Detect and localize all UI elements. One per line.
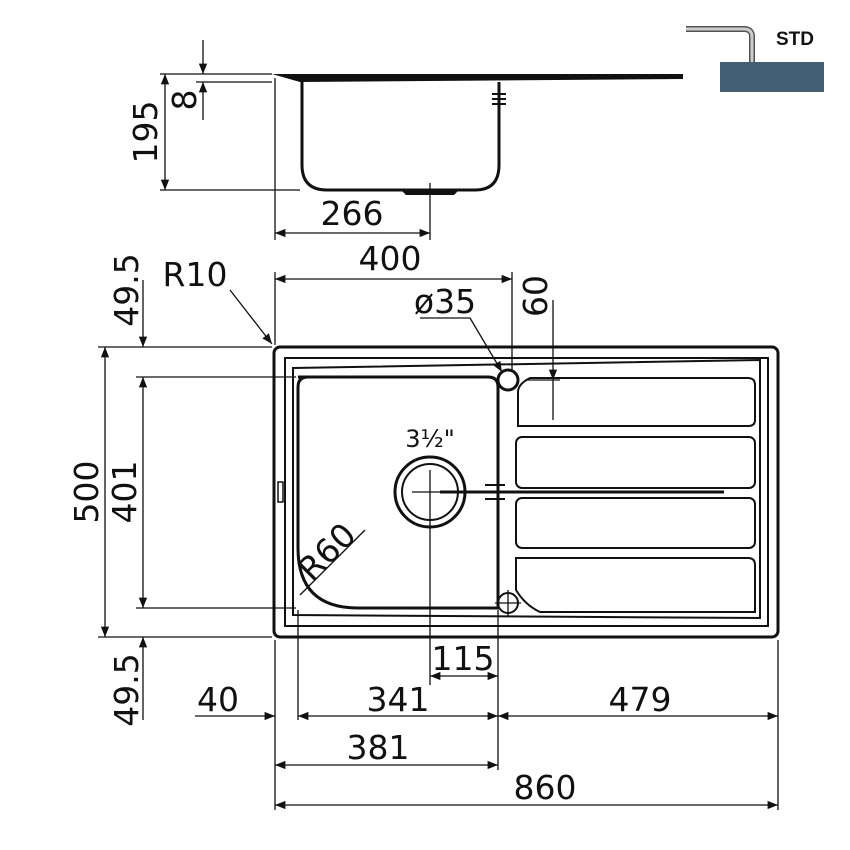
dim-500: 500 — [67, 461, 106, 524]
section-view — [160, 40, 683, 240]
std-label: STD — [776, 29, 814, 50]
dim-195: 195 — [126, 101, 165, 164]
dim-266: 266 — [321, 194, 384, 233]
dim-40: 40 — [197, 680, 239, 719]
dim-49-5-top: 49.5 — [107, 253, 146, 326]
dim-60: 60 — [516, 275, 555, 317]
std-mount-icon — [686, 26, 824, 92]
dim-400: 400 — [359, 239, 422, 278]
dim-drain-size: 3½" — [405, 425, 455, 453]
dim-r60: R60 — [290, 515, 363, 588]
dim-479: 479 — [609, 680, 672, 719]
dim-860: 860 — [514, 768, 577, 807]
dim-49-5-bottom: 49.5 — [107, 653, 146, 726]
plan-view — [98, 272, 780, 810]
dim-115: 115 — [432, 639, 495, 678]
dim-341: 341 — [367, 680, 430, 719]
dim-tap-hole: ø35 — [414, 282, 476, 321]
dim-401: 401 — [105, 461, 144, 524]
dim-381: 381 — [347, 728, 410, 767]
dim-r10: R10 — [163, 255, 228, 294]
dim-8: 8 — [165, 90, 204, 111]
